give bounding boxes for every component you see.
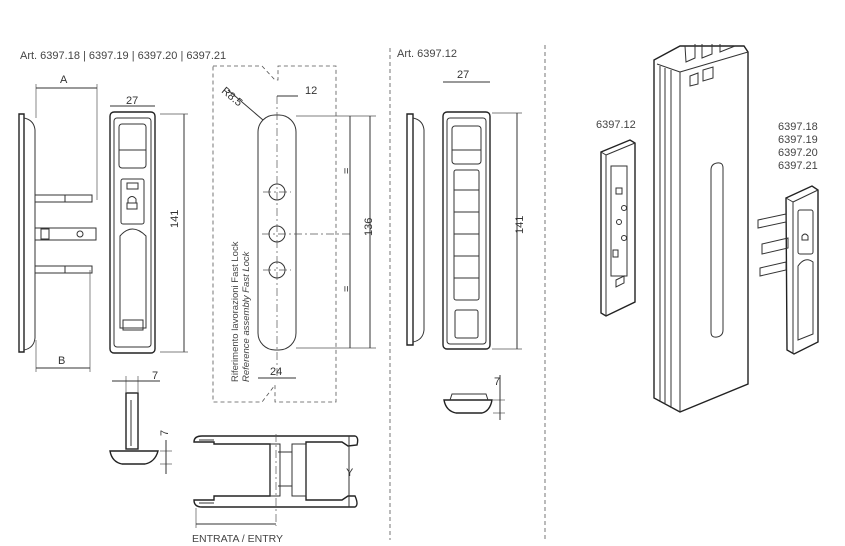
side-view-right bbox=[406, 113, 425, 346]
front-view-right bbox=[442, 111, 491, 350]
dim-12-label: 12 bbox=[305, 85, 317, 97]
reference-en-label: Reference assembly Fast Lock bbox=[241, 250, 252, 382]
front-view-left bbox=[109, 111, 156, 354]
section-view-left bbox=[109, 376, 172, 474]
profile-section bbox=[193, 435, 359, 508]
isometric-handle-left bbox=[600, 139, 636, 317]
dim-b-label: B bbox=[58, 355, 65, 367]
dim-141-right-label: 141 bbox=[514, 216, 526, 234]
iso-right-label-3: 6397.20 bbox=[778, 147, 818, 159]
reference-it-label: Riferimento lavorazioni Fast Lock bbox=[230, 241, 241, 382]
dim-7-left-label: 7 bbox=[152, 370, 158, 382]
dim-7-left-vert-label: 7 bbox=[159, 430, 171, 436]
side-view-left bbox=[18, 84, 98, 372]
dim-24-label: 24 bbox=[270, 366, 282, 378]
dim-136-label: 136 bbox=[363, 218, 375, 236]
isometric-handle-right bbox=[757, 185, 819, 355]
cutout-template bbox=[212, 65, 352, 403]
dim-7-right-label: 7 bbox=[494, 376, 500, 388]
iso-right-label-4: 6397.21 bbox=[778, 160, 818, 172]
dim-141-left-label: 141 bbox=[169, 210, 181, 228]
dim-r85-label: R8.5 bbox=[219, 85, 245, 109]
dim-27-right-label: 27 bbox=[457, 69, 469, 81]
dim-eq-bottom-label: = bbox=[341, 286, 353, 292]
dim-a-label: A bbox=[60, 74, 68, 86]
art-group-2-label: Art. 6397.12 bbox=[397, 48, 457, 60]
isometric-profile bbox=[653, 44, 749, 413]
entry-label: ENTRATA / ENTRY bbox=[192, 533, 283, 545]
section-view-right bbox=[443, 375, 505, 420]
art-group-1-label: Art. 6397.18 | 6397.19 | 6397.20 | 6397.… bbox=[20, 50, 226, 62]
iso-right-label-1: 6397.18 bbox=[778, 121, 818, 133]
iso-left-label: 6397.12 bbox=[596, 119, 636, 131]
dim-y-label: Y bbox=[346, 467, 354, 479]
dim-27-left-label: 27 bbox=[126, 95, 138, 107]
dim-eq-top-label: = bbox=[341, 168, 353, 174]
iso-right-label-2: 6397.19 bbox=[778, 134, 818, 146]
